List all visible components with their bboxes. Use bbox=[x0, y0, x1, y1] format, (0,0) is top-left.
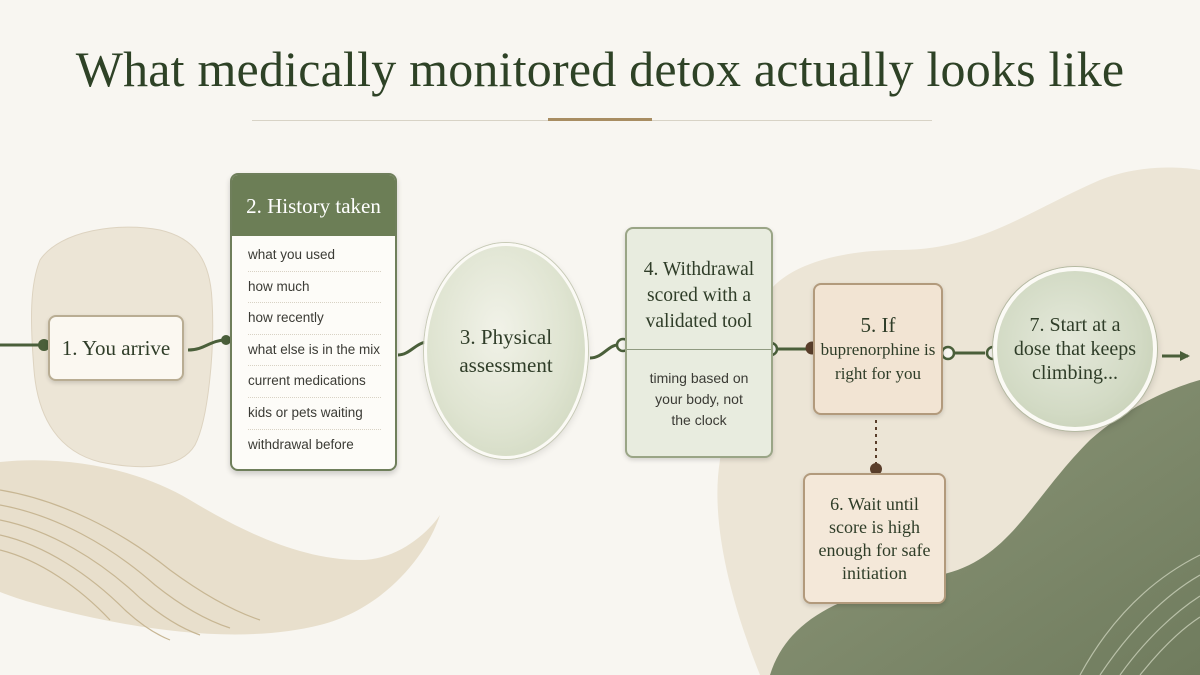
history-item: how much bbox=[248, 272, 381, 304]
contour-lines-right bbox=[1079, 554, 1200, 675]
history-item: withdrawal before bbox=[248, 436, 354, 452]
step-3-physical: 3. Physical assessment bbox=[424, 243, 588, 459]
step-1-label: 1. You arrive bbox=[61, 335, 171, 360]
contour-lines-left bbox=[0, 489, 261, 641]
history-item: what else is in the mix bbox=[248, 335, 381, 367]
history-item: current medications bbox=[248, 366, 381, 398]
step-6-label: 6. Wait until score is high enough for s… bbox=[818, 493, 931, 583]
step-5-label-a: 5. If bbox=[860, 313, 896, 337]
beige-wave-left bbox=[0, 460, 440, 635]
step-7-start: 7. Start at a dose that keeps climbing..… bbox=[993, 267, 1157, 431]
history-item: kids or pets waiting bbox=[248, 398, 381, 430]
step-3-label: 3. Physical assessment bbox=[459, 325, 553, 377]
step-5-buprenorphine: 5. If buprenorphine is right for you bbox=[813, 283, 943, 415]
page-title: What medically monitored detox actually … bbox=[75, 41, 1125, 97]
history-item: how recently bbox=[248, 303, 381, 335]
history-item: what you used bbox=[248, 240, 381, 272]
step-1-arrive: 1. You arrive bbox=[48, 315, 184, 381]
step-2-history: 2. History taken what you used how much … bbox=[230, 173, 397, 471]
step-7-label: 7. Start at a dose that keeps climbing..… bbox=[1013, 314, 1137, 384]
step-4-withdrawal: 4. Withdrawal scored with a validated to… bbox=[625, 227, 773, 458]
step-6-wait: 6. Wait until score is high enough for s… bbox=[803, 473, 946, 604]
step-4-title: 4. Withdrawal scored with a validated to… bbox=[643, 259, 755, 332]
history-checklist: what you used how much how recently what… bbox=[232, 236, 395, 460]
step-4-note: timing based on your body, not the clock bbox=[649, 370, 749, 428]
step-5-label-b: buprenorphine is right for you bbox=[820, 340, 936, 383]
title-accent-bar bbox=[548, 118, 652, 121]
step-2-title: 2. History taken bbox=[232, 175, 395, 236]
step-4-divider bbox=[627, 349, 771, 350]
